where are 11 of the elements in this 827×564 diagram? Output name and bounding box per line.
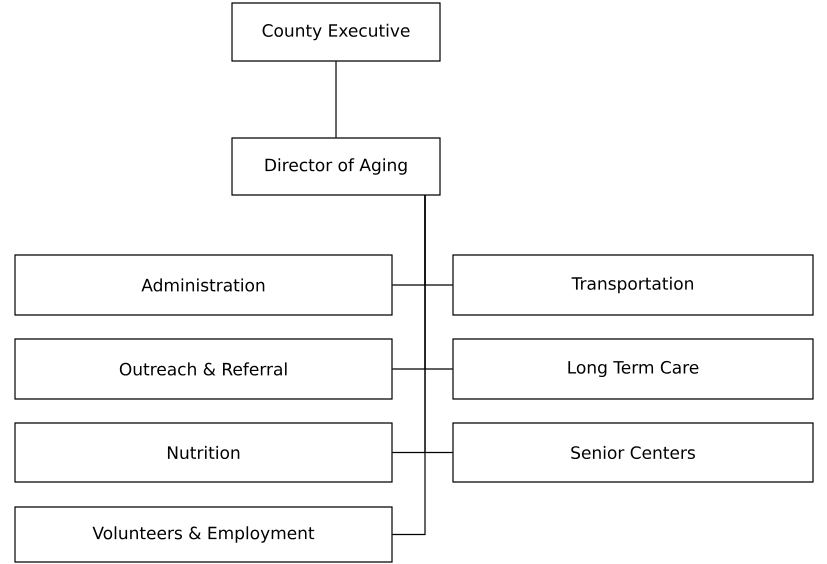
org-box: Director of Aging — [231, 137, 441, 196]
org-box: Nutrition — [14, 422, 393, 483]
connector-line — [335, 62, 337, 138]
org-box: Volunteers & Employment — [14, 506, 393, 563]
org-box: Long Term Care — [452, 338, 814, 400]
org-box: Senior Centers — [452, 422, 814, 483]
org-box: Outreach & Referral — [14, 338, 393, 400]
org-box: County Executive — [231, 2, 441, 62]
org-box: Administration — [14, 254, 393, 316]
connector-line — [392, 196, 426, 536]
org-box: Transportation — [452, 254, 814, 316]
